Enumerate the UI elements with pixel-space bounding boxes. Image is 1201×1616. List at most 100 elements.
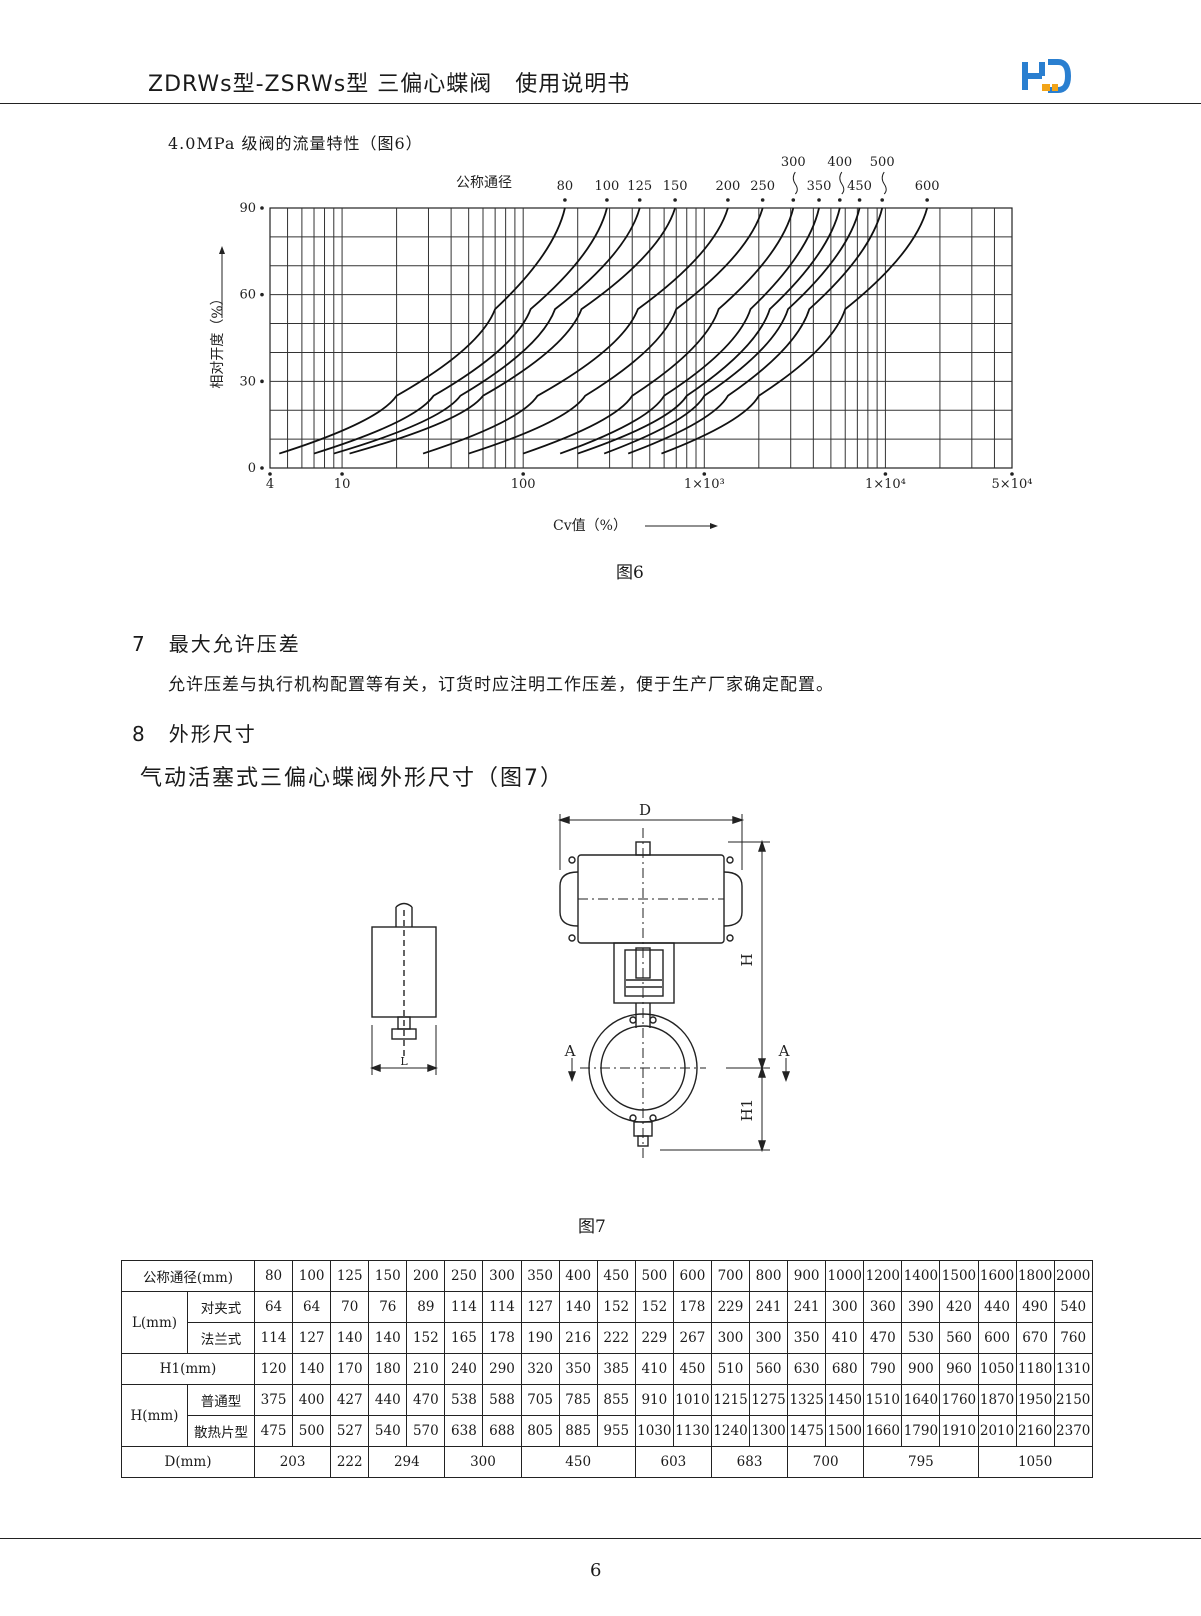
h-fin-cell: 527 bbox=[330, 1415, 370, 1447]
l-wafer-cell: 540 bbox=[1053, 1291, 1093, 1323]
figure7-caption: 图7 bbox=[578, 1217, 606, 1237]
series-curve-300 bbox=[522, 207, 795, 455]
h-fin-cell: 1300 bbox=[749, 1415, 789, 1447]
l-flange-cell: 190 bbox=[520, 1322, 560, 1354]
l-flange-cell: 760 bbox=[1053, 1322, 1093, 1354]
series-label-350: 350 bbox=[807, 179, 832, 194]
row-label-d: D(mm) bbox=[120, 1446, 256, 1478]
h-normal-cell: 538 bbox=[444, 1384, 484, 1416]
nominal-size-cell: 200 bbox=[406, 1260, 446, 1292]
d-cell: 300 bbox=[444, 1446, 522, 1478]
l-wafer-cell: 140 bbox=[558, 1291, 598, 1323]
nominal-size-cell: 150 bbox=[368, 1260, 408, 1292]
h1-cell: 450 bbox=[672, 1353, 712, 1385]
l-wafer-cell: 178 bbox=[672, 1291, 712, 1323]
h-normal-cell: 785 bbox=[558, 1384, 598, 1416]
h-normal-cell: 427 bbox=[330, 1384, 370, 1416]
d-cell: 450 bbox=[520, 1446, 636, 1478]
series-label-450: 450 bbox=[847, 179, 872, 194]
l-flange-cell: 267 bbox=[672, 1322, 712, 1354]
series-label-300: 300 bbox=[781, 155, 806, 170]
h1-cell: 1310 bbox=[1053, 1353, 1093, 1385]
series-top-dot bbox=[637, 198, 642, 202]
l-flange-cell: 410 bbox=[825, 1322, 865, 1354]
nominal-size-cell: 400 bbox=[558, 1260, 598, 1292]
document-header-title: ZDRWs型-ZSRWs型 三偏心蝶阀 使用说明书 bbox=[148, 72, 631, 97]
h-normal-cell: 1950 bbox=[1015, 1384, 1055, 1416]
h-fin-cell: 1790 bbox=[901, 1415, 941, 1447]
h1-cell: 630 bbox=[787, 1353, 827, 1385]
row-label-h-normal: 普通型 bbox=[186, 1384, 256, 1416]
l-flange-cell: 152 bbox=[406, 1322, 446, 1354]
h-fin-cell: 1910 bbox=[939, 1415, 979, 1447]
l-flange-cell: 300 bbox=[749, 1322, 789, 1354]
series-label-125: 125 bbox=[627, 179, 652, 194]
company-logo bbox=[1022, 59, 1072, 93]
y-tick-dot bbox=[260, 466, 264, 470]
l-flange-cell: 670 bbox=[1015, 1322, 1055, 1354]
h1-cell: 120 bbox=[254, 1353, 294, 1385]
h-normal-cell: 400 bbox=[292, 1384, 332, 1416]
series-top-dot bbox=[726, 198, 730, 202]
section-label-a-left: A bbox=[564, 1042, 576, 1060]
l-wafer-cell: 64 bbox=[254, 1291, 294, 1323]
row-label-h1: H1(mm) bbox=[120, 1353, 256, 1385]
series-top-dot bbox=[673, 198, 677, 202]
nominal-size-cell: 125 bbox=[330, 1260, 370, 1292]
series-top-dot bbox=[605, 198, 609, 202]
x-tick-label: 100 bbox=[511, 477, 536, 492]
series-label-200: 200 bbox=[715, 179, 740, 194]
y-tick-label: 0 bbox=[248, 461, 256, 476]
h-normal-cell: 588 bbox=[482, 1384, 522, 1416]
x-tick-label: 1×10⁴ bbox=[865, 477, 906, 492]
h-normal-cell: 375 bbox=[254, 1384, 294, 1416]
l-flange-cell: 216 bbox=[558, 1322, 598, 1354]
row-label-h: H(mm) bbox=[121, 1384, 188, 1447]
nominal-size-cell: 450 bbox=[596, 1260, 636, 1292]
series-label-400: 400 bbox=[827, 155, 852, 170]
h-normal-cell: 1870 bbox=[977, 1384, 1017, 1416]
l-flange-cell: 350 bbox=[787, 1322, 827, 1354]
h-fin-cell: 500 bbox=[292, 1415, 332, 1447]
h-fin-cell: 805 bbox=[520, 1415, 560, 1447]
nominal-size-cell: 1800 bbox=[1015, 1260, 1055, 1292]
series-top-dot bbox=[838, 198, 842, 202]
series-top-dot bbox=[880, 198, 884, 202]
plot-frame bbox=[269, 207, 1013, 469]
nominal-size-label: 公称通径 bbox=[456, 175, 512, 191]
h1-cell: 240 bbox=[444, 1353, 484, 1385]
nominal-size-cell: 300 bbox=[482, 1260, 522, 1292]
series-label-600: 600 bbox=[915, 179, 940, 194]
h-normal-cell: 470 bbox=[406, 1384, 446, 1416]
y-tick-dot bbox=[260, 379, 264, 384]
dim-label-h1: H1 bbox=[738, 1099, 756, 1122]
l-flange-cell: 600 bbox=[977, 1322, 1017, 1354]
l-flange-cell: 140 bbox=[368, 1322, 408, 1354]
x-tick-dot bbox=[268, 472, 272, 476]
series-label-100: 100 bbox=[595, 179, 620, 194]
series-top-dot bbox=[817, 198, 821, 202]
dim-label-h: H bbox=[738, 953, 756, 966]
d-cell: 1050 bbox=[977, 1446, 1093, 1478]
h-normal-cell: 1640 bbox=[901, 1384, 941, 1416]
h1-cell: 1180 bbox=[1015, 1353, 1055, 1385]
l-wafer-cell: 152 bbox=[634, 1291, 674, 1323]
h-fin-cell: 1500 bbox=[825, 1415, 865, 1447]
section7-number: 7 bbox=[132, 632, 147, 656]
h-normal-cell: 855 bbox=[596, 1384, 636, 1416]
h-normal-cell: 2150 bbox=[1053, 1384, 1093, 1416]
h1-cell: 510 bbox=[710, 1353, 751, 1385]
h1-cell: 410 bbox=[634, 1353, 674, 1385]
row-label-l: L(mm) bbox=[121, 1291, 188, 1354]
series-label-500: 500 bbox=[870, 155, 895, 170]
series-curve-100 bbox=[313, 207, 608, 455]
nominal-size-cell: 100 bbox=[292, 1260, 332, 1292]
dim-label-l: L bbox=[400, 1055, 408, 1068]
y-tick-dot bbox=[260, 292, 264, 297]
nominal-size-cell: 350 bbox=[520, 1260, 560, 1292]
h1-cell: 1050 bbox=[977, 1353, 1017, 1385]
